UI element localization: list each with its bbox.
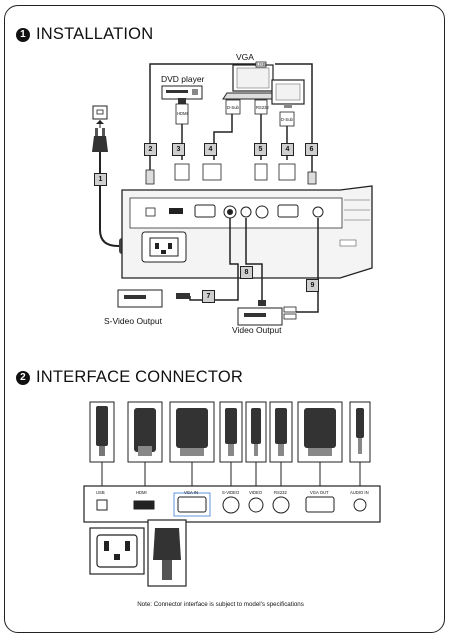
vga-out-cable [278, 111, 296, 181]
dsub-out-cable-tag: D-Sub [281, 117, 293, 122]
cable-badge-2: 2 [144, 143, 157, 156]
cable-badge-6: 6 [305, 143, 318, 156]
port-label-rs232: RS232 [274, 490, 287, 495]
cable-badge-4b: 4 [281, 143, 294, 156]
svideo-output-label: S-Video Output [104, 316, 162, 326]
cable-badge-8: 8 [240, 266, 253, 279]
section-number-2: 2 [16, 370, 30, 385]
installation-heading: 1 INSTALLATION [16, 25, 153, 44]
usb-cable-tag: USB [257, 62, 266, 67]
dvd-player-label: DVD player [161, 74, 205, 84]
cable-badge-7: 7 [202, 290, 215, 303]
video-output-device-icon [237, 307, 283, 326]
usb-cable [145, 61, 267, 185]
hdmi-cable-tag: HDMI [177, 111, 188, 116]
dsub-cable-tag: D-Sub [227, 105, 239, 110]
video-output-label: Video Output [232, 325, 282, 335]
vga-label: VGA [236, 52, 254, 62]
instruction-sheet [4, 5, 445, 633]
interface-connector-heading: 2 INTERFACE CONNECTOR [16, 368, 243, 387]
hdmi-cable [174, 98, 190, 181]
installation-title: INSTALLATION [36, 25, 154, 43]
port-label-svideo: S-VIDEO [222, 490, 240, 495]
audio-cable [275, 63, 317, 185]
cable-badge-5: 5 [254, 143, 267, 156]
port-label-audio-in: AUDIO IN [350, 490, 369, 495]
port-label-usb: USB [96, 490, 105, 495]
port-label-hdmi: HDMI [136, 490, 147, 495]
interface-connector-title: INTERFACE CONNECTOR [36, 368, 244, 386]
section-number-1: 1 [16, 27, 30, 42]
cable-badge-9: 9 [306, 279, 319, 292]
cable-badge-4: 4 [204, 143, 217, 156]
monitor-icon [271, 79, 305, 108]
rs232-cable-tag: RS232 [256, 105, 269, 110]
cable-badge-1: 1 [94, 173, 107, 186]
laptop-icon [222, 64, 284, 100]
projector-ports [145, 204, 324, 219]
svideo-output-device-icon [117, 289, 163, 308]
port-label-vga-out: VGA OUT [310, 490, 329, 495]
wall-outlet-icon [92, 105, 108, 128]
port-label-vga-in: VGA IN [184, 490, 198, 495]
specification-note: Note: Connector interface is subject to … [137, 601, 304, 608]
port-label-video: VIDEO [249, 490, 263, 495]
cable-badge-3: 3 [172, 143, 185, 156]
